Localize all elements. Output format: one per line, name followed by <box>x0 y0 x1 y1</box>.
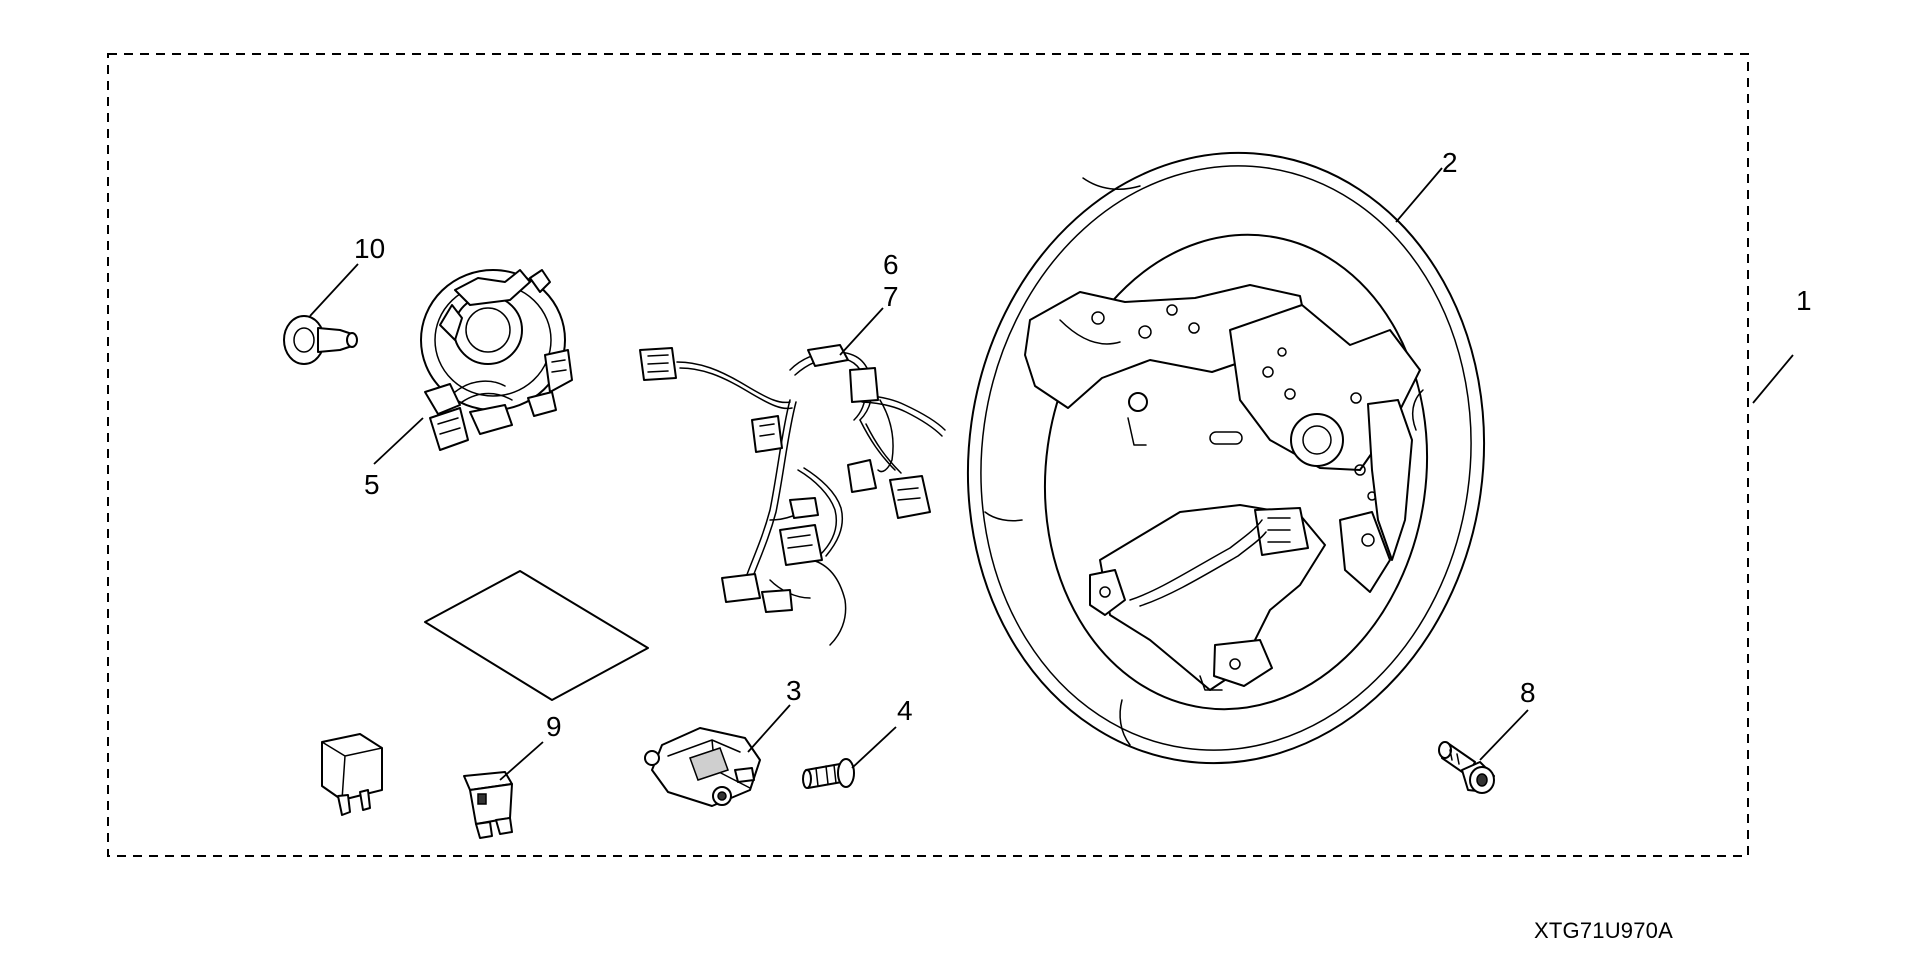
leader-line-5 <box>373 417 424 465</box>
instruction-sheet-part <box>424 570 649 701</box>
leader-line-2 <box>1395 167 1443 223</box>
screw-part <box>802 758 855 789</box>
callout-1: 1 <box>1796 285 1812 316</box>
leader-line-4 <box>851 726 897 769</box>
diagram-code-label: XTG71U970A <box>1534 918 1673 943</box>
bolt-head-part <box>283 315 358 365</box>
bolt-part <box>1438 741 1495 794</box>
leader-line-6-7 <box>839 307 884 356</box>
leader-line-9 <box>499 741 544 781</box>
leader-line-10 <box>309 263 359 317</box>
leader-line-1 <box>1752 354 1794 404</box>
fuse-part <box>463 771 513 839</box>
callout-6: 6 <box>883 249 899 280</box>
callout-7: 7 <box>883 281 899 312</box>
switch-part <box>644 727 761 807</box>
leader-line-3 <box>747 704 791 753</box>
steering-wheel-part <box>966 151 1486 765</box>
callout-10: 10 <box>354 233 385 264</box>
leader-line-8 <box>1479 709 1529 761</box>
cable-reel-part <box>420 269 573 451</box>
callout-9: 9 <box>546 711 562 742</box>
callout-3: 3 <box>786 675 802 706</box>
relay-part <box>321 733 383 816</box>
wire-harness-part <box>639 344 946 646</box>
callout-4: 4 <box>897 695 913 726</box>
callout-2: 2 <box>1442 147 1458 178</box>
callout-8: 8 <box>1520 677 1536 708</box>
kit-boundary-frame <box>107 53 1749 857</box>
callout-5: 5 <box>364 469 380 500</box>
